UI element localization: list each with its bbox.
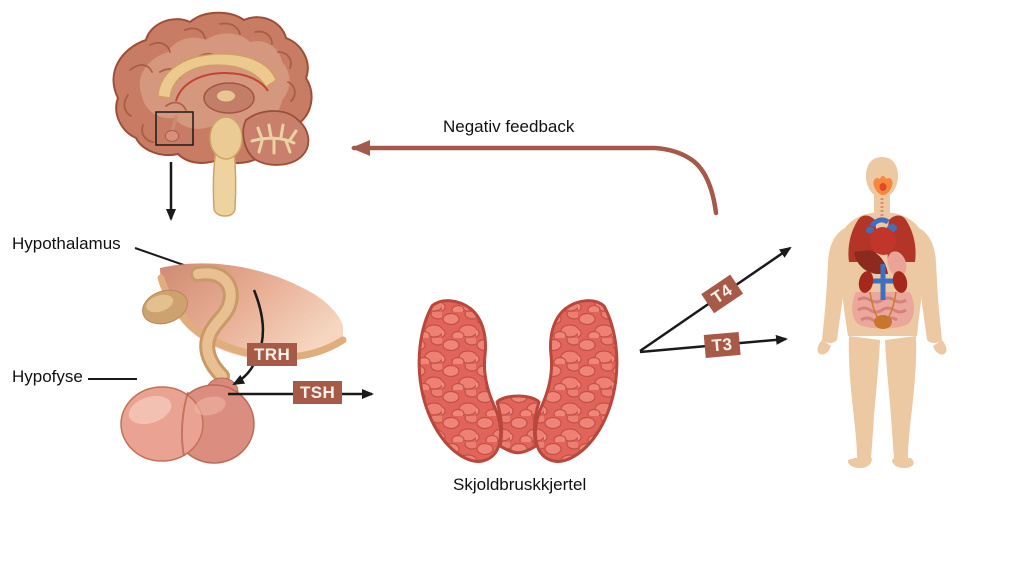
negative-feedback-label: Negativ feedback	[443, 117, 575, 136]
pituitary-region-box	[155, 111, 194, 146]
trh-badge: TRH	[247, 343, 298, 366]
thyroid-label: Skjoldbruskkjertel	[453, 475, 587, 494]
cerebellum-arbor-vitae	[250, 123, 298, 155]
t3-badge: T3	[703, 332, 741, 358]
hypofyse-label: Hypofyse	[12, 367, 83, 386]
tsh-badge: TSH	[293, 381, 343, 404]
body-organs	[848, 176, 916, 329]
pituitary-illustration	[120, 263, 347, 464]
body-illustration	[817, 157, 947, 468]
thyroid-illustration	[417, 299, 619, 463]
hypothalamus-label: Hypothalamus	[12, 234, 121, 253]
brain-illustration	[112, 11, 313, 217]
negative-feedback-arrow	[351, 140, 719, 216]
